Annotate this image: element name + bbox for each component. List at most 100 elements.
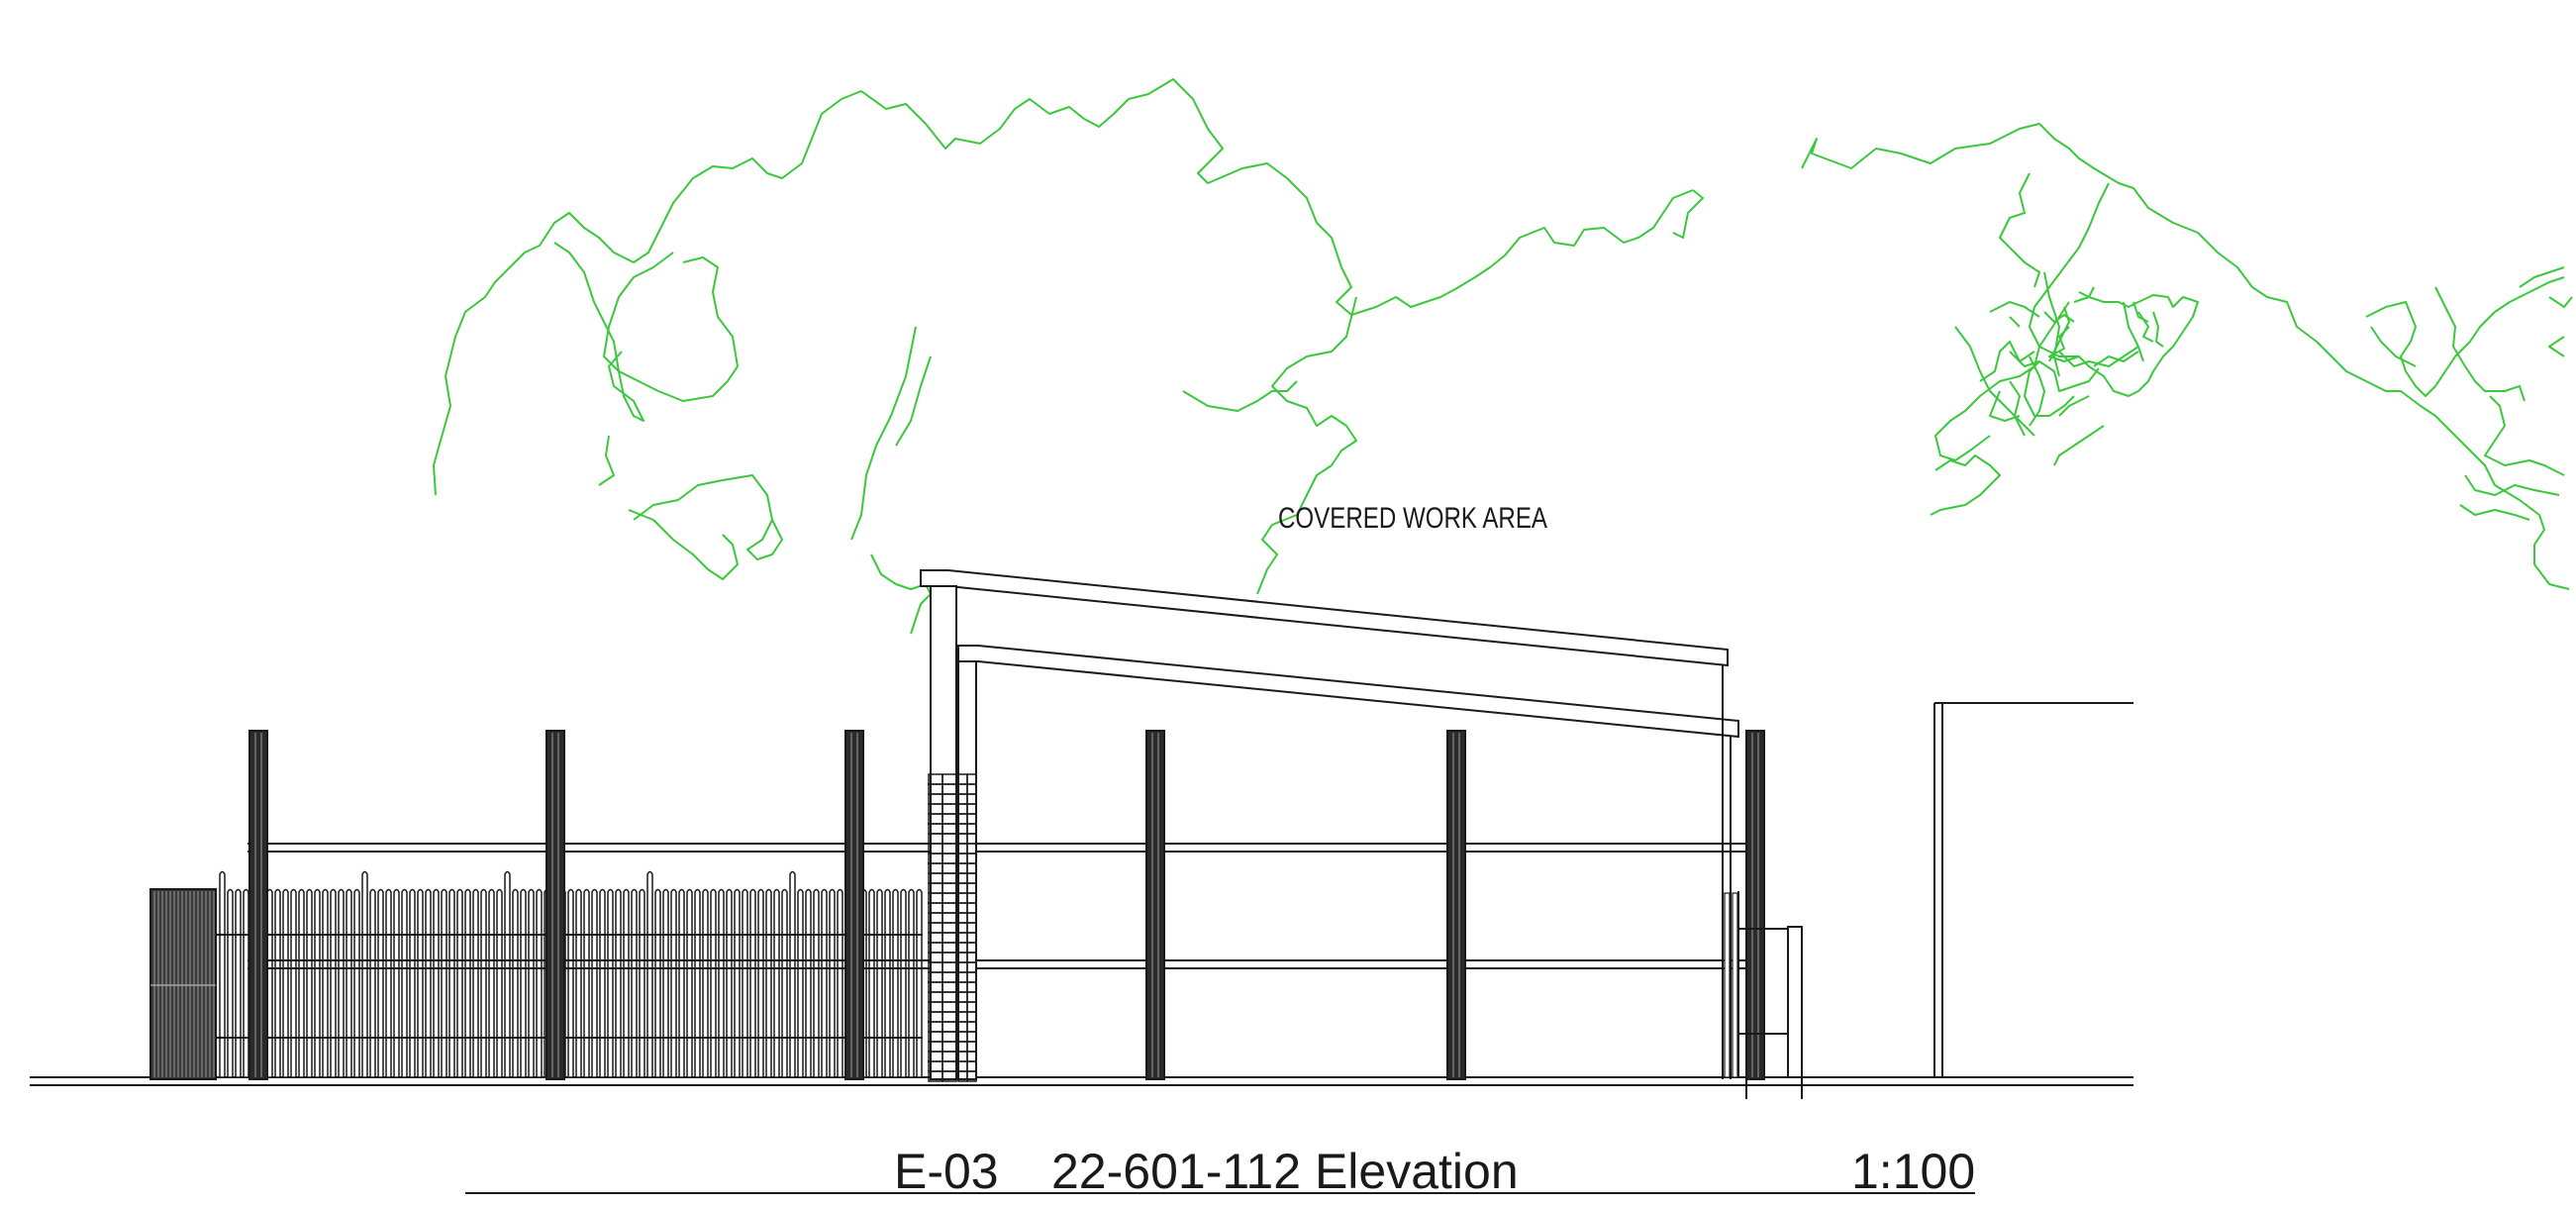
- picket: [734, 888, 741, 1078]
- tree-outline-e-8: [2548, 296, 2573, 308]
- picket: [654, 888, 661, 1078]
- tree-outline-a: [433, 78, 1694, 496]
- picket: [876, 888, 883, 1078]
- picket: [385, 888, 392, 1078]
- picket: [821, 888, 828, 1078]
- tree-outline-d-2: [2123, 301, 2144, 362]
- picket: [749, 888, 756, 1078]
- picket: [702, 888, 709, 1078]
- picket: [607, 888, 614, 1078]
- picket: [274, 888, 281, 1078]
- picket: [536, 888, 543, 1078]
- picket: [900, 888, 907, 1078]
- tree-outlines: [433, 78, 2573, 635]
- drawing-number: E-03: [894, 1144, 999, 1199]
- title-block: E-03 22-601-112 Elevation 1:100: [465, 1144, 1975, 1199]
- tree-outline-b-3: [2043, 271, 2060, 377]
- picket: [346, 888, 352, 1078]
- tree-outline-b-5: [1954, 326, 2035, 437]
- tree-outline-c-4: [2029, 355, 2045, 427]
- tree-outline-b-9: [2009, 380, 2026, 437]
- picket: [591, 888, 598, 1078]
- existing-building-outline: [1933, 702, 2133, 1077]
- picket: [631, 888, 638, 1078]
- post: [1446, 730, 1466, 1080]
- tree-branch-4: [628, 509, 739, 580]
- picket: [409, 888, 416, 1078]
- picket: [528, 888, 535, 1078]
- post: [1745, 730, 1765, 1080]
- picket: [710, 888, 717, 1078]
- post: [545, 730, 565, 1080]
- post: [844, 730, 864, 1080]
- picket: [227, 888, 234, 1078]
- tree-branch-2: [603, 251, 739, 402]
- picket: [512, 888, 519, 1078]
- picket: [639, 888, 645, 1078]
- tree-branch-9: [598, 435, 615, 486]
- tree-branch-7: [870, 553, 932, 635]
- picket: [813, 888, 820, 1078]
- fence-post-cap: [504, 870, 511, 1078]
- picket: [884, 888, 891, 1078]
- picket: [599, 888, 606, 1078]
- picket: [425, 888, 432, 1078]
- picket: [330, 888, 337, 1078]
- tree-outline-b-4: [1989, 301, 2040, 318]
- picket: [678, 888, 685, 1078]
- picket: [892, 888, 899, 1078]
- picket: [488, 888, 495, 1078]
- picket: [377, 888, 384, 1078]
- tree-outline-b-10: [2048, 326, 2080, 362]
- tree-outline-c-7: [2078, 286, 2095, 298]
- picket: [829, 888, 836, 1078]
- picket: [583, 888, 590, 1078]
- tree-outline-b-8: [2024, 360, 2075, 417]
- fence-post-cap: [219, 870, 226, 1078]
- picket: [694, 888, 701, 1078]
- picket: [868, 888, 875, 1078]
- column-left: [930, 585, 957, 1080]
- column-lattice: [928, 773, 977, 1082]
- picket: [686, 888, 693, 1078]
- picket: [781, 888, 788, 1078]
- picket: [916, 888, 923, 1078]
- picket: [243, 888, 249, 1078]
- lattice-cell: [966, 1070, 977, 1082]
- picket: [480, 888, 487, 1078]
- fence-post-cap: [361, 870, 368, 1078]
- tree-outline-b-15: [2053, 425, 2105, 466]
- tree-outline-d-3: [2152, 311, 2164, 348]
- small-pickets-right: [1724, 892, 1738, 1078]
- picket: [908, 888, 915, 1078]
- tree-outline-a-lower: [1256, 296, 1357, 595]
- tree-branch-8: [1182, 380, 1298, 412]
- picket: [369, 888, 376, 1078]
- picket: [314, 888, 321, 1078]
- picket: [805, 888, 812, 1078]
- picket: [718, 888, 725, 1078]
- covered-work-area-structure: [920, 569, 1739, 1080]
- picket: [393, 888, 400, 1078]
- picket: [282, 888, 289, 1078]
- ground-line: [30, 1076, 2133, 1086]
- tree-outline-b-14: [2058, 395, 2090, 417]
- tree-outline-c-8: [2132, 301, 2149, 323]
- tree-branch-10: [1672, 189, 1704, 239]
- picket: [773, 888, 780, 1078]
- picket: [401, 888, 408, 1078]
- picket: [757, 888, 764, 1078]
- fence-post-cap: [646, 870, 653, 1078]
- picket: [464, 888, 471, 1078]
- picket: [797, 888, 804, 1078]
- picket: [662, 888, 669, 1078]
- picket: [520, 888, 527, 1078]
- tree-outline-b: [1801, 123, 2570, 590]
- picket: [441, 888, 447, 1078]
- picket: [235, 888, 242, 1078]
- tree-outline-c-2: [2048, 306, 2070, 362]
- picket: [742, 888, 748, 1078]
- picket: [726, 888, 733, 1078]
- picket: [298, 888, 305, 1078]
- tree-outline-e-3: [2370, 326, 2417, 367]
